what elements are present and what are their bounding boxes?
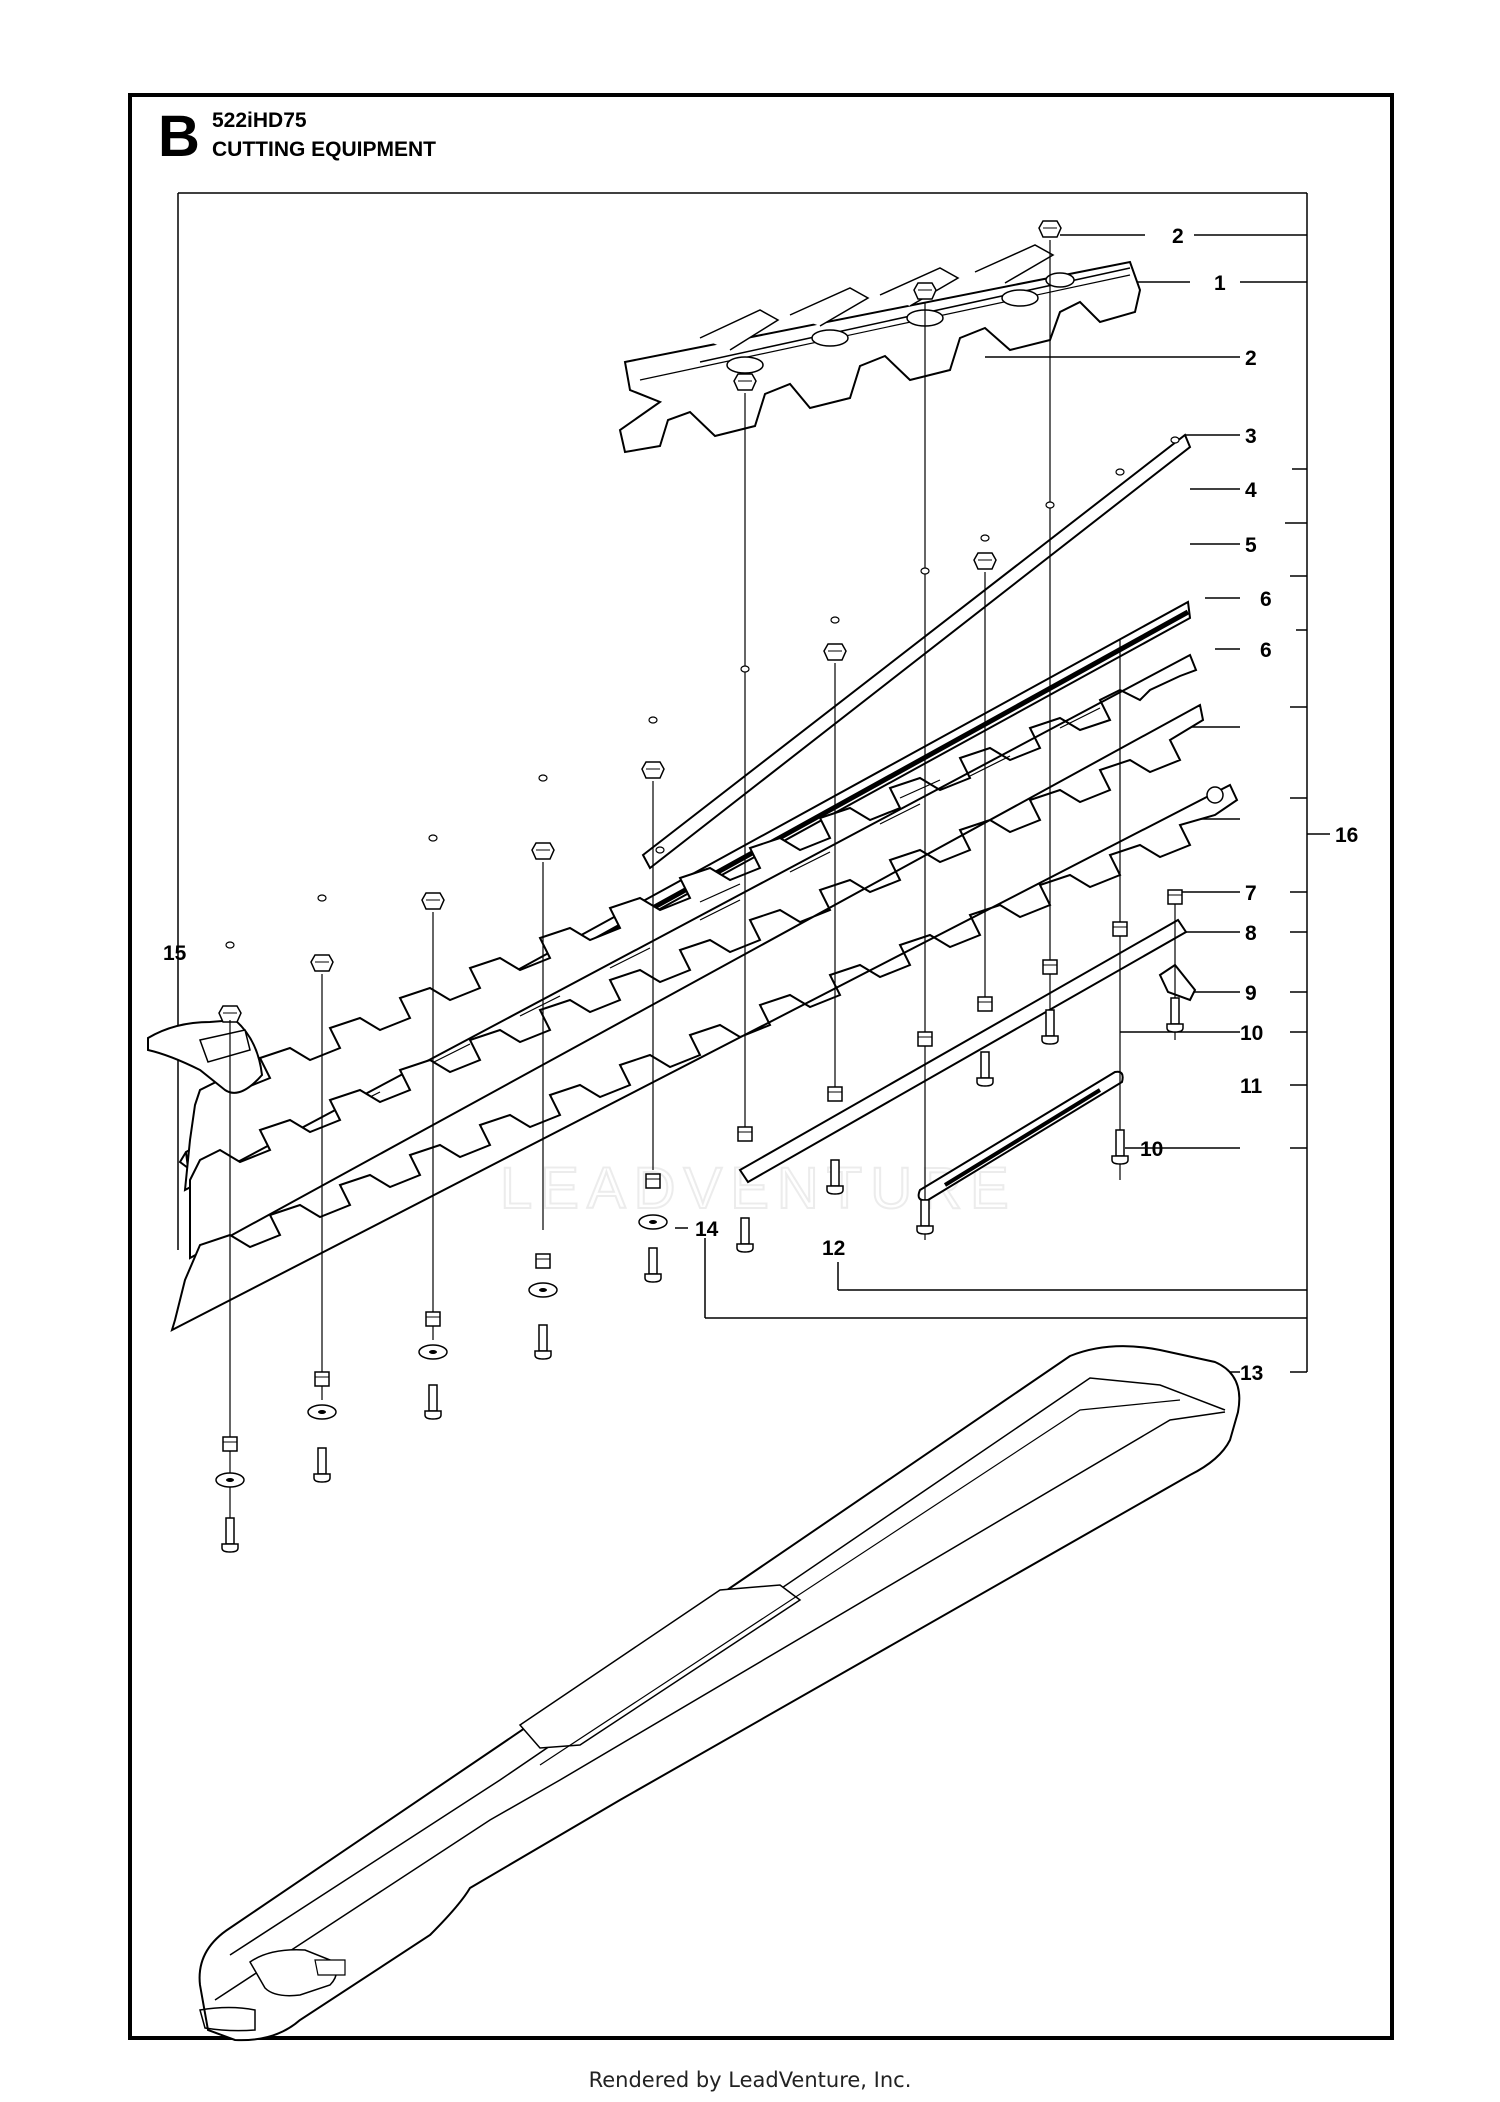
callout-16: 16	[1335, 824, 1358, 847]
assembly-bracket	[177, 192, 1308, 1372]
section-letter: B	[158, 104, 200, 169]
callout-5: 5	[1245, 534, 1257, 557]
spacer-strip	[641, 433, 1192, 870]
callout-1: 1	[1214, 272, 1226, 295]
callout-8: 8	[1245, 922, 1257, 945]
upper-knife-guard	[618, 244, 1142, 454]
callout-7: 7	[1245, 882, 1257, 905]
callout-9: 9	[1245, 982, 1257, 1005]
lower-spacer-strip	[738, 918, 1188, 1184]
callout-6-lower: 6	[1260, 639, 1272, 662]
callout-13: 13	[1240, 1362, 1263, 1385]
callout-11: 11	[1240, 1075, 1263, 1098]
callout-6-upper: 6	[1260, 588, 1272, 611]
diagram-title: CUTTING EQUIPMENT	[212, 138, 436, 161]
callout-3: 3	[1245, 425, 1257, 448]
lower-blade-b	[170, 783, 1239, 1332]
footer-credit: Rendered by LeadVenture, Inc.	[588, 2068, 912, 2092]
callout-4: 4	[1245, 479, 1257, 502]
model-number: 522iHD75	[212, 109, 307, 132]
tip-guard	[147, 1005, 264, 1094]
blade-guard	[198, 1345, 1241, 2042]
callout-10-lower: 10	[1140, 1138, 1163, 1161]
fastener-axis-lines	[229, 240, 1176, 1540]
leader-lines	[214, 234, 1330, 1373]
diagram-frame	[128, 93, 1394, 2040]
guide-plate	[917, 1070, 1124, 1202]
callout-2-top: 2	[1172, 225, 1184, 248]
callout-10-upper: 10	[1240, 1022, 1263, 1045]
bracket	[1158, 963, 1197, 1002]
callout-14: 14	[695, 1218, 719, 1241]
callout-12: 12	[822, 1237, 845, 1260]
callout-15: 15	[163, 942, 187, 965]
callout-2: 2	[1245, 347, 1257, 370]
lower-blade-a	[189, 703, 1205, 1260]
